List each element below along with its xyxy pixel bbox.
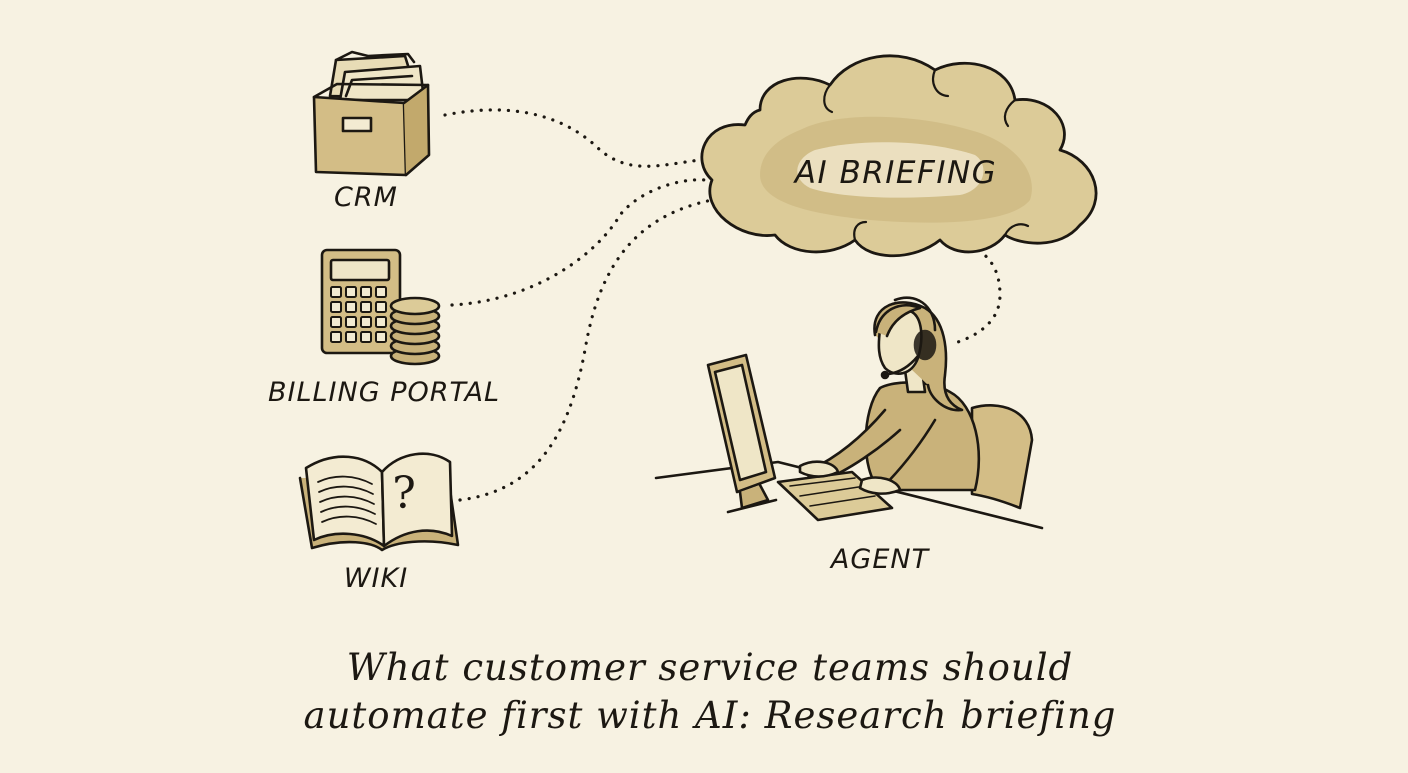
connectors xyxy=(443,108,1002,502)
cloud-icon xyxy=(700,54,1098,258)
question-mark: ? xyxy=(392,468,416,519)
connector-crm-cloud xyxy=(443,108,702,168)
crm-label: CRM xyxy=(334,182,398,213)
calculator-key xyxy=(375,301,387,313)
agent-label: AGENT xyxy=(829,544,931,575)
calculator-key xyxy=(330,301,342,313)
file-box-icon xyxy=(312,50,431,177)
calculator-key xyxy=(360,316,372,328)
title-line-2: automate first with AI: Research briefin… xyxy=(304,694,1117,737)
calculator-key xyxy=(345,316,357,328)
calculator-key xyxy=(360,286,372,298)
wiki-label: WIKI xyxy=(344,563,408,594)
calculator-key xyxy=(375,331,387,343)
calculator-key xyxy=(360,301,372,313)
headset-agent-at-computer-icon xyxy=(654,296,1044,530)
calculator-key xyxy=(345,301,357,313)
calculator-key xyxy=(375,316,387,328)
calculator-coins-icon xyxy=(320,248,441,366)
connector-wiki-cloud xyxy=(458,198,714,502)
billing-portal-label: BILLING PORTAL xyxy=(268,377,500,408)
calculator-key xyxy=(330,331,342,343)
calculator-key xyxy=(360,331,372,343)
calculator-key xyxy=(345,286,357,298)
diagram-title: What customer service teams should autom… xyxy=(304,646,1117,737)
open-book-question-icon: ? xyxy=(298,452,460,552)
calculator-key xyxy=(330,316,342,328)
connector-billing-cloud xyxy=(450,178,707,307)
title-line-1: What customer service teams should xyxy=(347,646,1073,689)
calculator-key xyxy=(345,331,357,343)
connector-cloud-agent xyxy=(943,236,1002,345)
ai-briefing-label: AI BRIEFING xyxy=(793,155,997,191)
calculator-key xyxy=(330,286,342,298)
calculator-key xyxy=(375,286,387,298)
